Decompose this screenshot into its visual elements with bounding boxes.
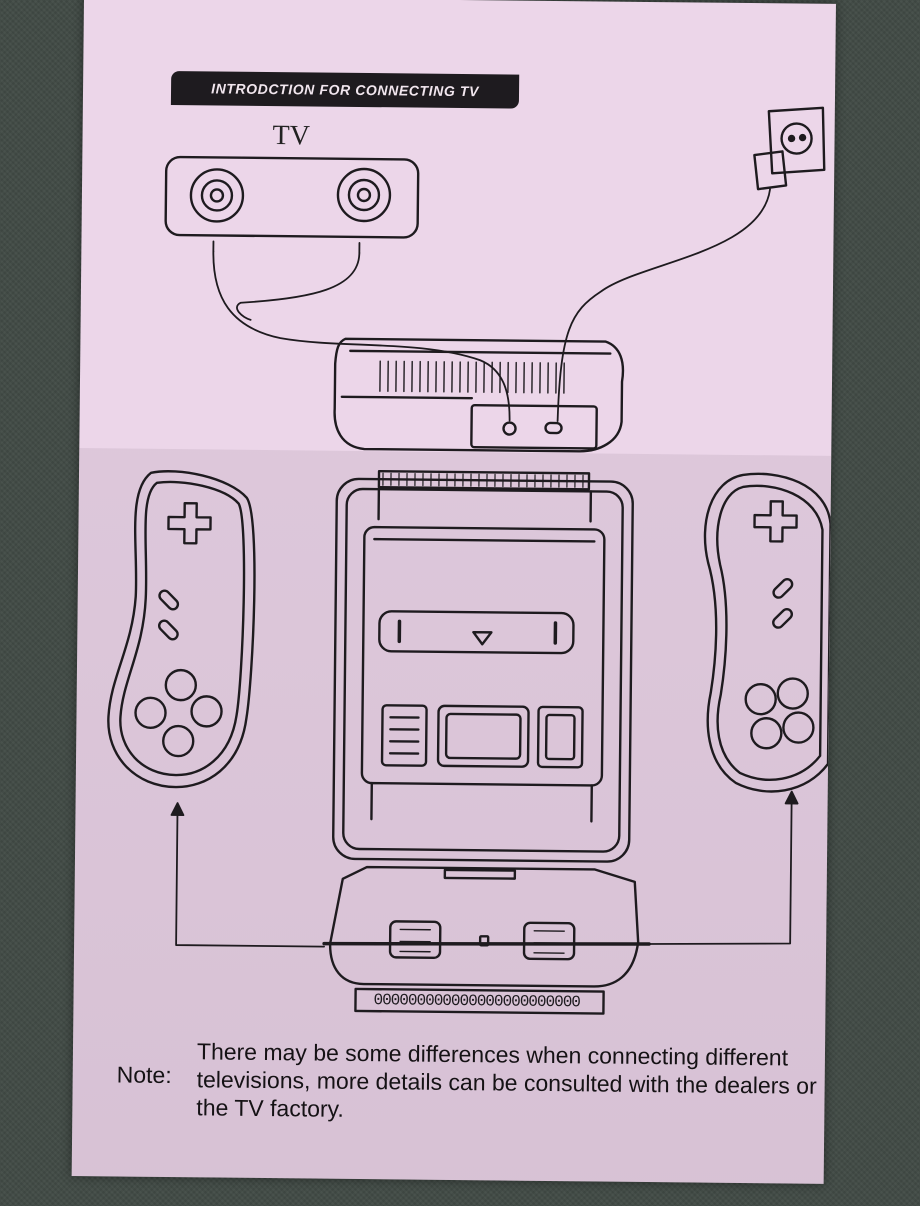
note-text: There may be some differences when conne…	[196, 1038, 817, 1122]
manual-page: INTRODCTION FOR CONNECTING TV TV	[71, 0, 836, 1184]
console-top	[332, 469, 634, 863]
tv-panel	[164, 155, 420, 239]
left-controller	[107, 470, 256, 789]
connection-diagram	[107, 106, 832, 1015]
av-cable	[212, 240, 511, 422]
console-front	[322, 865, 651, 1015]
power-plug-icon	[556, 106, 826, 422]
connection-arrows	[170, 790, 799, 948]
console-vent-label: 000000000000000000000000	[373, 991, 581, 1012]
console-rear	[333, 337, 625, 453]
note-label: Note:	[116, 1061, 172, 1089]
right-controller	[703, 472, 832, 793]
